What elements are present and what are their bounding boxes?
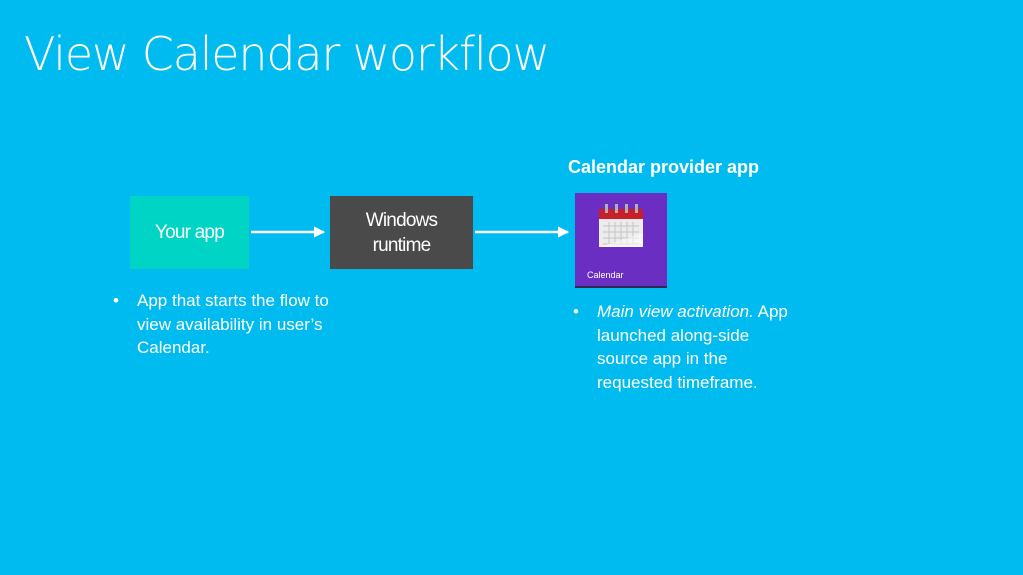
your-app-bullet: App that starts the flow to view availab… bbox=[113, 289, 348, 360]
bullet-text: App launched along-side source app in th… bbox=[597, 302, 788, 392]
bullet-emphasis: Main view activation. bbox=[597, 302, 754, 321]
your-app-label: Your app bbox=[155, 222, 225, 243]
calendar-tile-label: Calendar bbox=[587, 270, 624, 280]
your-app-node: Your app bbox=[130, 196, 249, 269]
your-app-description: App that starts the flow to view availab… bbox=[113, 289, 348, 360]
slide-title: View Calendar workflow bbox=[24, 27, 550, 81]
windows-runtime-node: Windows runtime bbox=[330, 196, 473, 269]
calendar-tile-shadow bbox=[575, 286, 667, 288]
calendar-provider-description: Main view activation. App launched along… bbox=[573, 300, 798, 394]
calendar-icon bbox=[599, 204, 643, 247]
provider-heading: Calendar provider app bbox=[568, 157, 760, 177]
calendar-provider-bullet: Main view activation. App launched along… bbox=[573, 300, 798, 394]
calendar-app-tile: Calendar bbox=[575, 193, 667, 288]
windows-runtime-label: Windows runtime bbox=[365, 209, 438, 256]
